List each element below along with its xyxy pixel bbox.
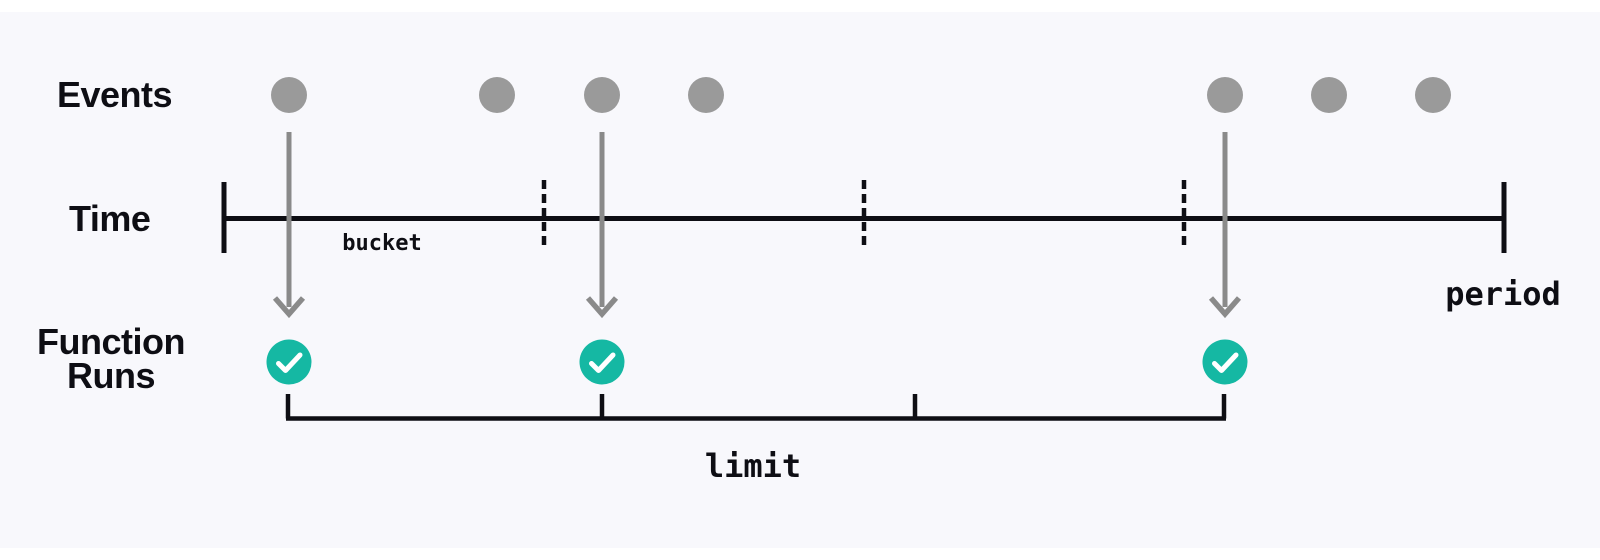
event-dot bbox=[1415, 77, 1451, 113]
time-row-label: Time bbox=[69, 198, 151, 239]
function-runs-label-line2: Runs bbox=[67, 355, 156, 396]
check-icon bbox=[1212, 352, 1239, 373]
events-row-label: Events bbox=[57, 74, 173, 115]
check-icon bbox=[276, 352, 303, 373]
bucket-label: bucket bbox=[342, 231, 422, 256]
event-dot bbox=[1207, 77, 1243, 113]
run-check-circle bbox=[579, 339, 625, 385]
function-runs-row-label: Function Runs bbox=[0, 321, 222, 396]
limit-label: limit bbox=[704, 447, 802, 485]
event-dot bbox=[1311, 77, 1347, 113]
period-label: period bbox=[1445, 275, 1561, 313]
run-check-circle bbox=[266, 339, 312, 385]
run-check-circle bbox=[1202, 339, 1248, 385]
function-runs-label-line1: Function bbox=[37, 321, 185, 362]
event-arrow-head bbox=[1208, 296, 1242, 319]
event-arrow-head bbox=[585, 296, 619, 319]
event-dot bbox=[584, 77, 620, 113]
event-arrow-head bbox=[272, 296, 306, 319]
event-dot bbox=[271, 77, 307, 113]
check-icon bbox=[589, 352, 616, 373]
event-dot bbox=[479, 77, 515, 113]
event-dot bbox=[688, 77, 724, 113]
